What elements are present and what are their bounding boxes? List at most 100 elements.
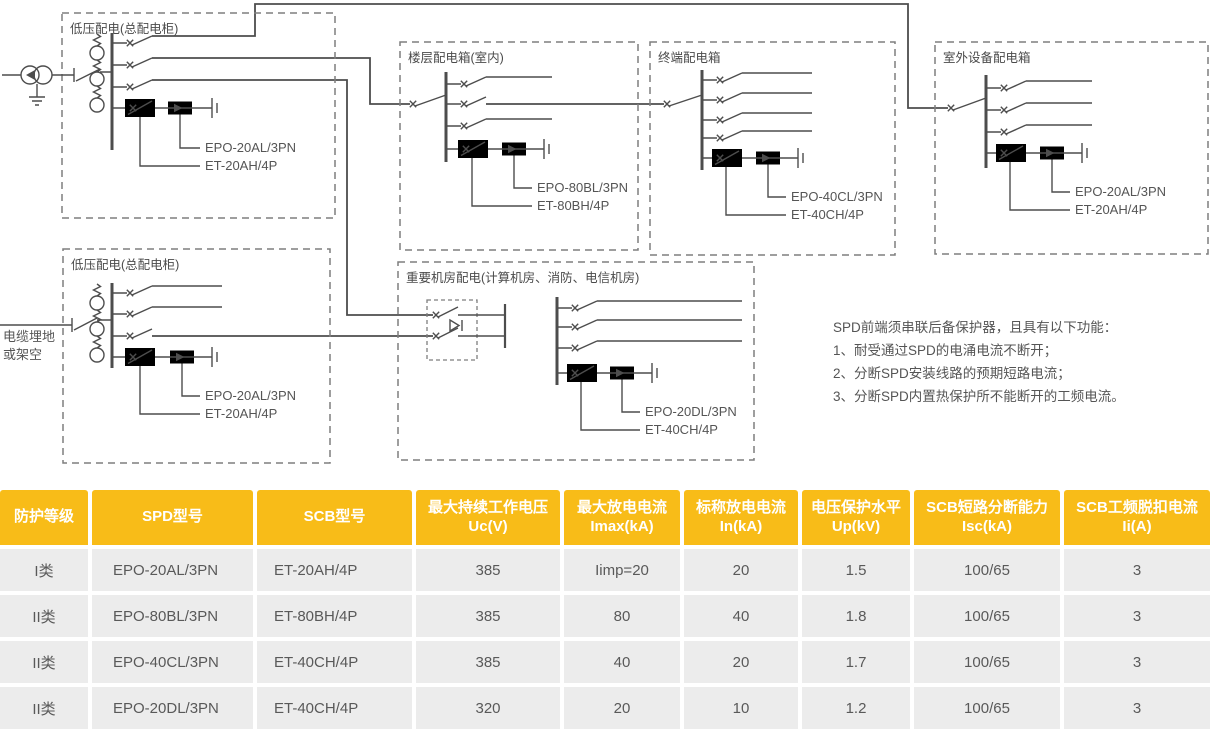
cell: 1.5 (802, 549, 910, 591)
cell: 20 (564, 687, 680, 729)
diagram-svg: 低压配电(总配电柜) EPO-20AL/3PN ET-20AH/4P (0, 3, 1209, 464)
box-server-room-distribution: 重要机房配电(计算机房、消防、电信机房) EPO-20DL/3PN ET-40C… (397, 261, 755, 461)
scb-symbol (567, 364, 597, 382)
cell: 100/65 (914, 549, 1060, 591)
th-up: 电压保护水平 Up(kV) (802, 490, 910, 545)
arrester-chain-icon (89, 33, 105, 113)
cell: 40 (564, 641, 680, 683)
box-title: 低压配电(总配电柜) (70, 22, 178, 36)
earth-icon (211, 346, 218, 368)
earth-icon (211, 97, 218, 119)
box-terminal-distribution: 终端配电箱 EPO-40CL/3PN ET-40CH/4P (649, 41, 896, 256)
cell: II类 (0, 641, 88, 683)
branch-switches (112, 285, 222, 358)
cell: ET-40CH/4P (257, 641, 412, 683)
branch-switches (446, 76, 552, 150)
earth-icon (29, 84, 45, 106)
cell: II类 (0, 687, 88, 729)
incoming-switch (52, 68, 112, 82)
branch-switches (986, 80, 1092, 154)
cell: 1.7 (802, 641, 910, 683)
cell: 100/65 (914, 687, 1060, 729)
box-title: 室外设备配电箱 (943, 50, 1031, 65)
th-ii: SCB工频脱扣电流 Ii(A) (1064, 490, 1210, 545)
spd-model-label: EPO-20AL/3PN (205, 388, 296, 403)
spd-model-label: EPO-20AL/3PN (1075, 184, 1166, 199)
cell: 320 (416, 687, 560, 729)
th-isc: SCB短路分断能力 Isc(kA) (914, 490, 1060, 545)
spd-model-label: EPO-20DL/3PN (645, 404, 737, 419)
spd-symbol (169, 349, 195, 365)
spd-symbol (167, 100, 193, 116)
scb-model-label: ET-20AH/4P (1075, 202, 1147, 217)
branch-switches (112, 35, 153, 109)
interlock-icon (449, 318, 463, 333)
cell: 20 (684, 641, 798, 683)
note-line: 1、耐受通过SPD的电涌电流不断开； (833, 343, 1057, 359)
spd-branch: EPO-20DL/3PN ET-40CH/4P (567, 362, 737, 437)
spd-branch: EPO-80BL/3PN ET-80BH/4P (458, 138, 628, 213)
cell: 100/65 (914, 595, 1060, 637)
cell: EPO-80BL/3PN (92, 595, 253, 637)
cell: 1.8 (802, 595, 910, 637)
th-in: 标称放电电流 In(kA) (684, 490, 798, 545)
incoming-switch (952, 97, 987, 111)
cell: 100/65 (914, 641, 1060, 683)
dual-incoming-switches (432, 304, 507, 348)
spd-model-label: EPO-80BL/3PN (537, 180, 628, 195)
scb-model-label: ET-20AH/4P (205, 406, 277, 421)
branch-switches (557, 300, 742, 374)
box-title: 重要机房配电(计算机房、消防、电信机房) (406, 270, 639, 285)
cell: I类 (0, 549, 88, 591)
box-floor-distribution: 楼层配电箱(室内) EPO-80BL/3PN ET-80BH/4P (399, 41, 639, 251)
scb-symbol (458, 140, 488, 158)
cell: 3 (1064, 595, 1210, 637)
th-imax: 最大放电电流 Imax(kA) (564, 490, 680, 545)
spd-branch: EPO-20AL/3PN ET-20AH/4P (996, 142, 1166, 217)
box-title: 终端配电箱 (658, 50, 721, 65)
cell: 40 (684, 595, 798, 637)
scb-model-label: ET-20AH/4P (205, 158, 277, 173)
cell: ET-40CH/4P (257, 687, 412, 729)
th-protection-class: 防护等级 (0, 490, 88, 545)
cell: 3 (1064, 549, 1210, 591)
feeder-lines (152, 3, 948, 337)
cell: 385 (416, 595, 560, 637)
cell: 3 (1064, 687, 1210, 729)
box-lv-main-top: 低压配电(总配电柜) EPO-20AL/3PN ET-20AH/4P (2, 12, 336, 219)
spd-symbol (501, 141, 527, 157)
spec-table: 防护等级 SPD型号 SCB型号 最大持续工作电压 Uc(V) 最大放电电流 I… (0, 490, 1210, 729)
spd-symbol (1039, 145, 1065, 161)
transformer-icon (2, 65, 53, 106)
th-scb-model: SCB型号 (257, 490, 412, 545)
box-lv-main-bottom: 低压配电(总配电柜) 电缆埋地 或架空 EPO-20AL/3PN ET-20AH… (0, 248, 331, 464)
transfer-switch-box (426, 299, 478, 361)
earth-icon (1081, 142, 1088, 164)
earth-icon (651, 362, 658, 384)
incoming-switch (0, 317, 112, 332)
scb-symbol (996, 144, 1026, 162)
spd-symbol (609, 365, 635, 381)
cell: ET-20AH/4P (257, 549, 412, 591)
cell: 80 (564, 595, 680, 637)
note-line: SPD前端须串联后备保护器，且具有以下功能： (833, 319, 1117, 335)
cell: EPO-20AL/3PN (92, 549, 253, 591)
branch-switches (702, 72, 812, 159)
cell: EPO-20DL/3PN (92, 687, 253, 729)
box-outdoor-distribution: 室外设备配电箱 EPO-20AL/3PN ET-20AH/4P (934, 41, 1209, 255)
incoming-label: 电缆埋地 (3, 329, 55, 344)
earth-icon (543, 138, 550, 160)
box-title: 低压配电(总配电柜) (71, 258, 179, 272)
arrester-chain-icon (89, 283, 105, 363)
scb-model-label: ET-80BH/4P (537, 198, 609, 213)
note-line: 3、分断SPD内置热保护所不能断开的工频电流。 (833, 389, 1125, 404)
scb-model-label: ET-40CH/4P (791, 207, 864, 222)
cell: 20 (684, 549, 798, 591)
note-line: 2、分断SPD安装线路的预期短路电流； (833, 366, 1071, 382)
spd-notes: SPD前端须串联后备保护器，且具有以下功能： 1、耐受通过SPD的电涌电流不断开… (833, 319, 1125, 404)
incoming-label: 或架空 (3, 347, 42, 362)
cell: 385 (416, 549, 560, 591)
scb-symbol (125, 99, 155, 117)
th-spd-model: SPD型号 (92, 490, 253, 545)
